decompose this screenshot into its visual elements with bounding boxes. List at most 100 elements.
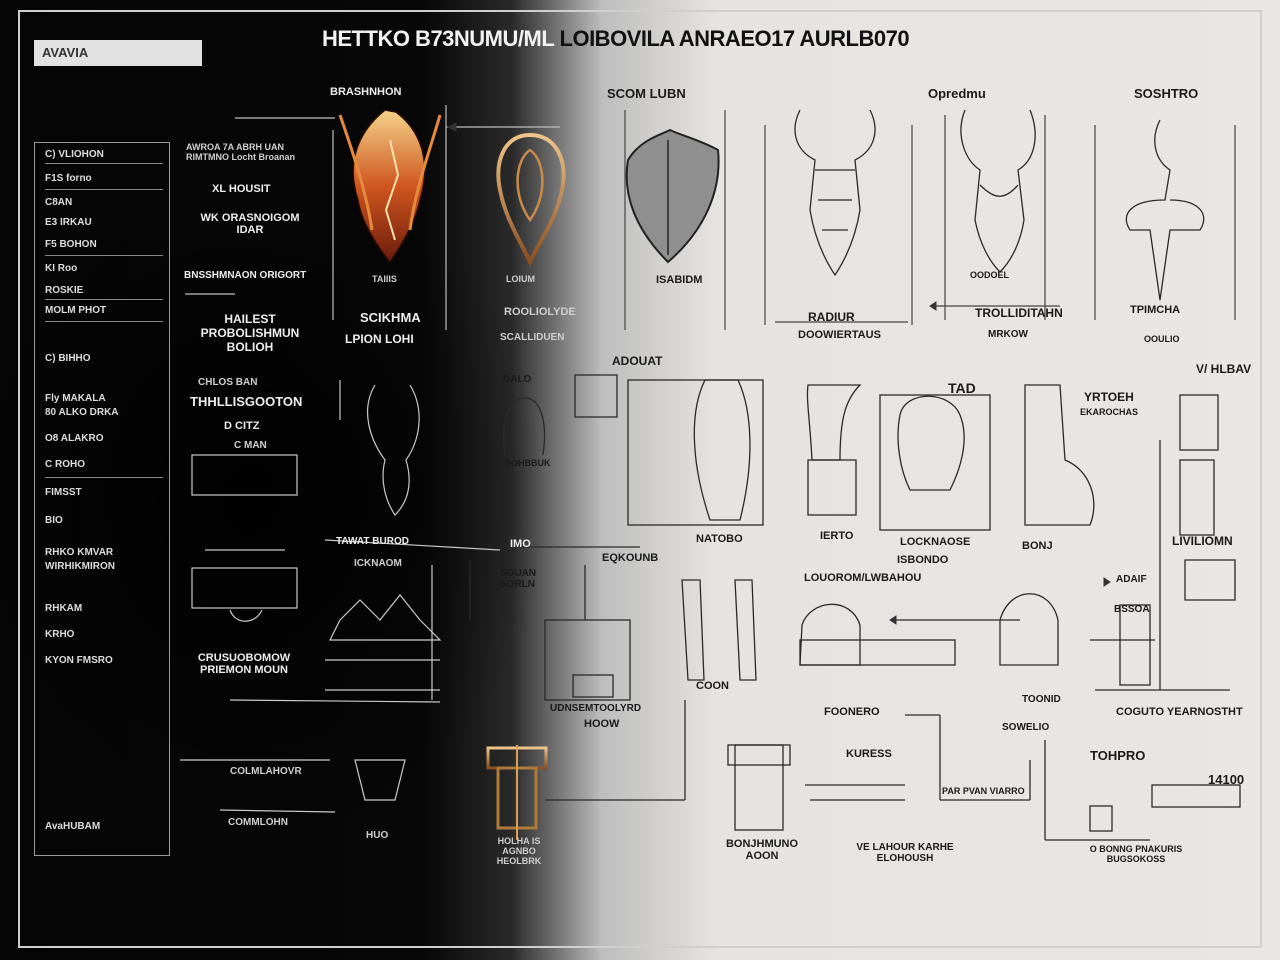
label: HAILEST PROBOLISHMUN BOLIOH bbox=[200, 312, 300, 354]
part-label: SOUAN SORLN bbox=[500, 568, 537, 590]
column-header: SCOM LUBN bbox=[607, 86, 686, 101]
sidebar-item: ROSKIE bbox=[45, 285, 84, 296]
sidebar-item: FIMSST bbox=[45, 487, 82, 498]
sidebar-item: C8AN bbox=[45, 197, 73, 208]
frame-lines-row1-dark bbox=[185, 105, 560, 330]
page-title: HETTKO B73NUMU/ML LOIBOVILA ANRAEO17 AUR… bbox=[322, 26, 910, 56]
shield-emblem-icon bbox=[625, 128, 720, 264]
armor-sketches-row1 bbox=[794, 109, 1205, 301]
part-label: V/ HLBAV bbox=[1196, 362, 1252, 376]
part-label: TROLLIDITAHN bbox=[975, 306, 1063, 320]
part-label: O BONNG PNAKURIS BUGSOKOSS bbox=[1089, 844, 1183, 864]
sidebar-item: KRHO bbox=[45, 629, 75, 640]
label: D CITZ bbox=[224, 420, 260, 432]
label: COMMLOHN bbox=[228, 817, 288, 828]
header-tag: AVAVIA bbox=[34, 40, 202, 66]
part-label: TPIMCHA bbox=[1130, 304, 1181, 316]
sidebar-item: KI Roo bbox=[45, 263, 78, 274]
dark-side-sketches bbox=[180, 380, 501, 813]
sidebar-panel: C) VLIOHON F1S forno C8AN E3 IRKAU F5 BO… bbox=[34, 142, 170, 856]
part-label: MRKOW bbox=[988, 329, 1028, 340]
part-label: TAWAT BUROD bbox=[336, 536, 409, 547]
sidebar-divider bbox=[45, 477, 163, 478]
part-label: HOLHA IS AGNBO HEOLBRK bbox=[496, 836, 542, 866]
part-label: OOULIO bbox=[1144, 334, 1180, 344]
part-label: RADIUR bbox=[808, 310, 855, 324]
sidebar-item: F5 BOHON bbox=[45, 239, 97, 250]
part-label: ADOUAT bbox=[612, 354, 663, 368]
label: CHLOS BAN bbox=[198, 377, 258, 388]
part-label: ADAIF bbox=[1116, 574, 1147, 585]
part-label: 14100 bbox=[1208, 772, 1245, 787]
part-label: SCIKHMA bbox=[360, 310, 421, 325]
label: COLMLAHOVR bbox=[230, 766, 302, 777]
label: THHLLISGOOTON bbox=[190, 394, 303, 409]
part-label: UDNSEMTOOLYRD bbox=[550, 703, 642, 714]
part-label: LOCKNAOSE bbox=[900, 536, 971, 548]
part-label: VE LAHOUR KARHE ELOHOUSH bbox=[856, 842, 954, 864]
part-label: LOIUM bbox=[506, 274, 535, 284]
part-label: KURESS bbox=[846, 748, 892, 760]
part-label: ISBONDO bbox=[897, 554, 949, 566]
label: BNSSHMNAON ORIGORT bbox=[184, 270, 307, 281]
part-label: DOOWIERTAUS bbox=[798, 329, 881, 341]
sidebar-divider bbox=[45, 299, 163, 300]
part-label: EQKOUNB bbox=[602, 552, 659, 564]
sidebar-item: O8 ALAKRO bbox=[45, 433, 104, 444]
part-label: HUO bbox=[366, 830, 389, 841]
gold-mechanism-icon bbox=[486, 745, 548, 840]
part-label: TOONID bbox=[1022, 694, 1061, 705]
gold-heart-emblem-icon bbox=[496, 132, 566, 267]
flame-crest-icon bbox=[338, 109, 442, 264]
frame-lines-row1 bbox=[624, 110, 1236, 330]
sidebar-item: 80 ALKO DRKA bbox=[45, 407, 119, 418]
part-label: TOHPRO bbox=[1090, 748, 1146, 763]
sidebar-item: RHKO KMVAR bbox=[45, 547, 114, 558]
part-label: SCALLIDUEN bbox=[500, 332, 565, 343]
label: XL HOUSIT bbox=[212, 183, 271, 195]
part-label: IERTO bbox=[820, 530, 854, 542]
sidebar-item: BIO bbox=[45, 515, 63, 526]
part-label: BONJ bbox=[1022, 540, 1053, 552]
sidebar-divider bbox=[45, 189, 163, 190]
part-label: TAD bbox=[948, 380, 976, 396]
label: CRUSUOBOMOW PRIEMON MOUN bbox=[197, 652, 291, 676]
part-label: EKAROCHAS bbox=[1080, 407, 1139, 417]
label: WK ORASNOIGOM IDAR bbox=[200, 212, 300, 236]
sidebar-item: AvaHUBAM bbox=[45, 821, 101, 832]
part-label: LOUOROM/LWBAHOU bbox=[804, 572, 922, 584]
sidebar-item: C) VLIOHON bbox=[45, 149, 104, 160]
part-label: NATOBO bbox=[696, 533, 743, 545]
part-label: OODOEL bbox=[970, 270, 1010, 280]
sidebar-item: Fly MAKALA bbox=[45, 393, 106, 404]
part-label: SOWELIO bbox=[1002, 722, 1050, 733]
sidebar-item: F1S forno bbox=[45, 173, 92, 184]
sidebar-divider bbox=[45, 321, 163, 322]
part-label: COON bbox=[696, 680, 729, 692]
sidebar-divider bbox=[45, 255, 163, 256]
sidebar-item: MOLM PHOT bbox=[45, 305, 107, 316]
sidebar-divider bbox=[45, 163, 163, 164]
part-label: BONJHMUNO AOON bbox=[725, 838, 799, 862]
part-label: YRTOEH bbox=[1084, 390, 1134, 404]
sidebar-item: KYON FMSRO bbox=[45, 655, 113, 666]
sidebar-item: C) BIHHO bbox=[45, 353, 91, 364]
part-label: PAR PVAN VIARRO bbox=[942, 786, 1025, 796]
sidebar-item: C ROHO bbox=[45, 459, 85, 470]
column-header: SOSHTRO bbox=[1134, 86, 1199, 101]
dimension-arrows bbox=[446, 122, 1111, 625]
sidebar-item: WIRHIKMIRON bbox=[45, 561, 115, 572]
part-label: SOHBBUK bbox=[505, 458, 551, 468]
part-label: LIVILIOMN bbox=[1172, 534, 1233, 548]
part-label: DALO bbox=[503, 374, 532, 385]
note-text: AWROA 7A ABRH UAN RIMTMNO Locht Broanan bbox=[186, 142, 295, 162]
part-label: TAIIIS bbox=[372, 274, 397, 284]
part-label: LPION LOHI bbox=[345, 332, 414, 346]
part-label: HOOW bbox=[584, 718, 620, 730]
part-label: COGUTO YEARNOSTHT bbox=[1116, 706, 1243, 718]
sidebar-item: RHKAM bbox=[45, 603, 83, 614]
part-label: BSSOA bbox=[1114, 604, 1150, 615]
column-header: BRASHNHON bbox=[330, 86, 402, 98]
